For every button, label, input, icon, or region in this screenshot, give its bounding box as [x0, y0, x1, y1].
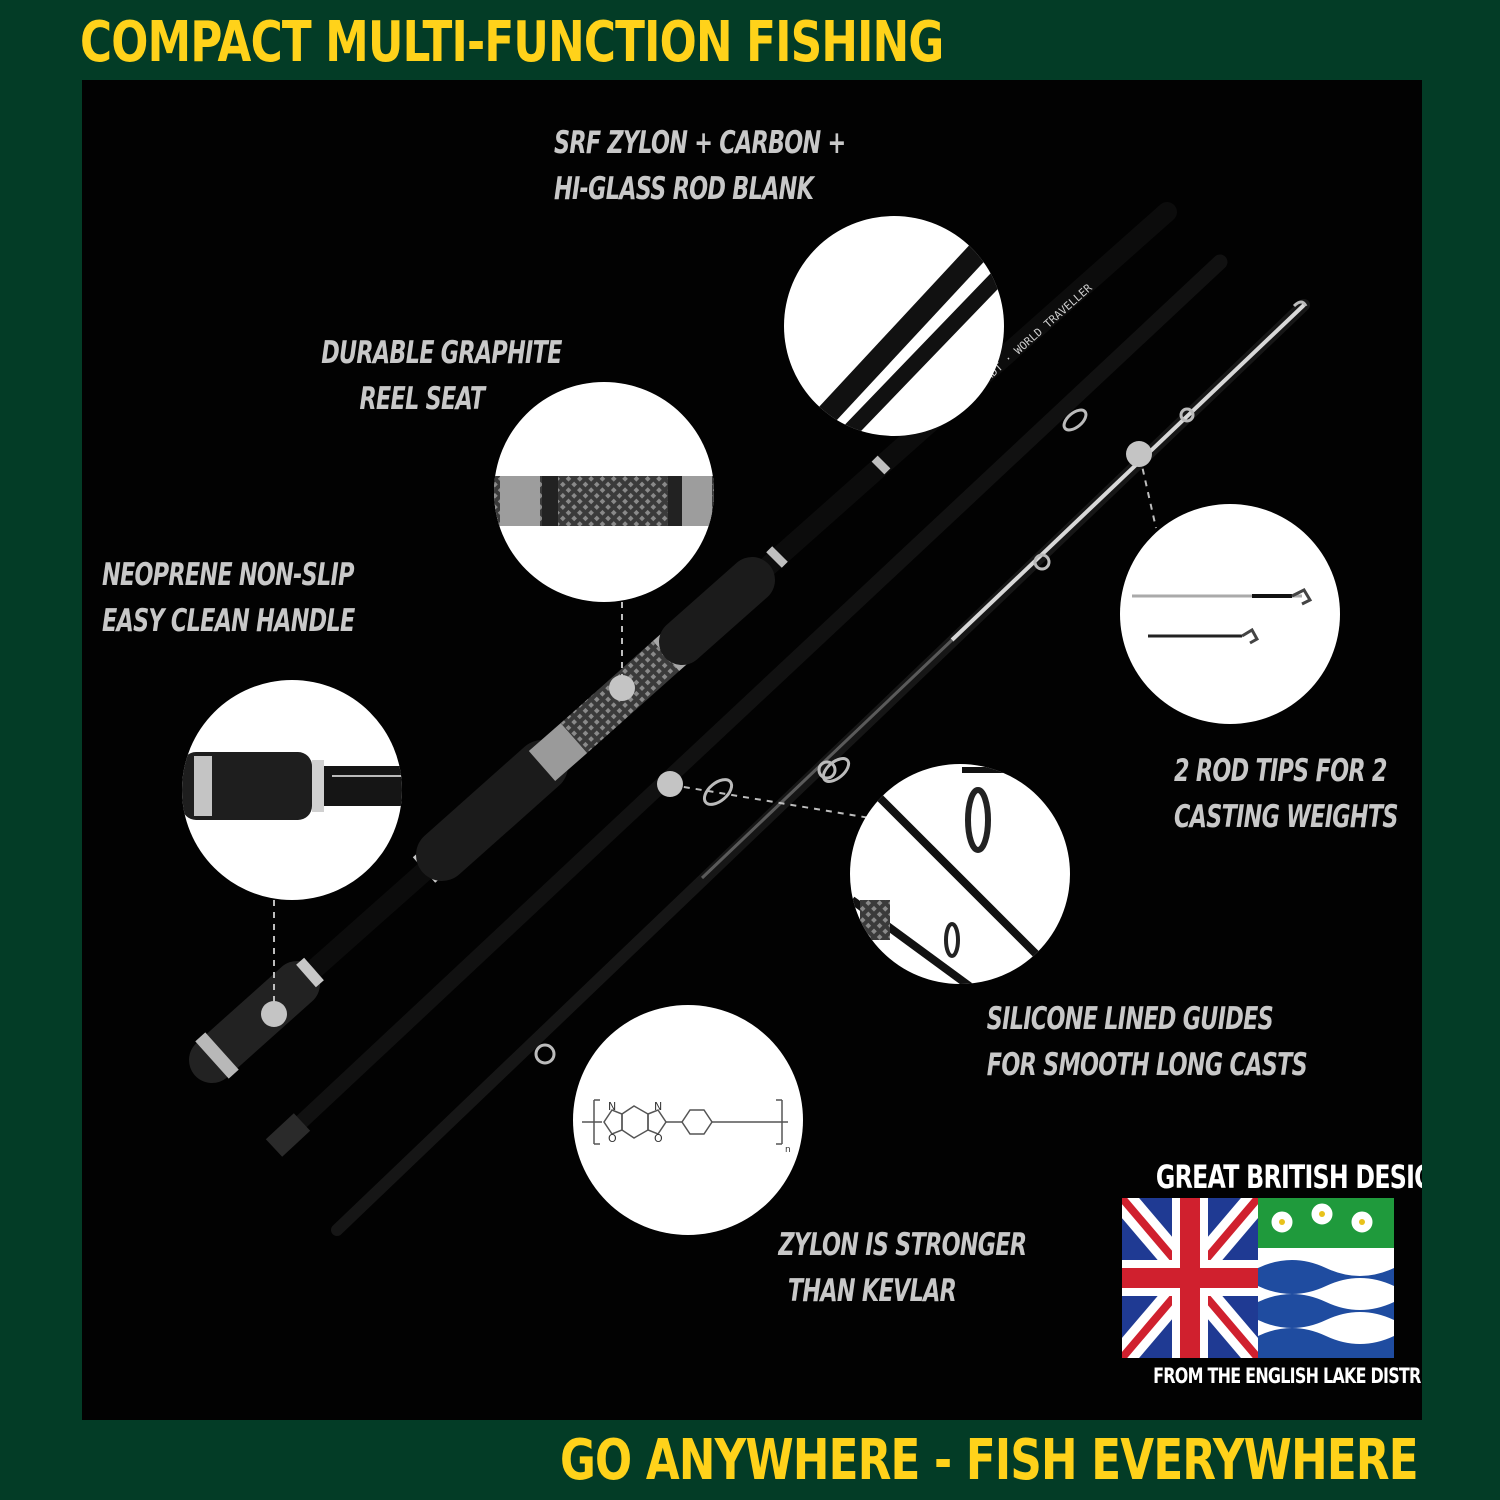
molecule-detail-circle: N O N O n [573, 1005, 803, 1235]
flags-graphic [1122, 1198, 1394, 1358]
reel-seat-detail-circle [494, 382, 714, 602]
rod-tips-detail-circle [1120, 504, 1340, 724]
rod-mid-section [265, 254, 1228, 1157]
product-panel: RIDDER ADT · WORLD TRAVELLER [82, 80, 1422, 1420]
page-title: COMPACT MULTI-FUNCTION FISHING [80, 10, 944, 75]
british-design-badge: GREAT BRITISH DESIGN [1120, 1154, 1422, 1394]
cumbria-flag-icon [1258, 1198, 1394, 1358]
feature-blank-caption: SRF ZYLON + CARBON +HI-GLASS ROD BLANK [554, 125, 846, 207]
molecule-n-left: N [608, 1100, 616, 1113]
handle-detail-circle [182, 680, 402, 900]
molecule-subscript: n [785, 1145, 791, 1155]
badge-subtitle: FROM THE ENGLISH LAKE DISTRICT [1153, 1364, 1422, 1388]
footer-tagline: GO ANYWHERE - FISH EVERYWHERE [560, 1428, 1419, 1493]
badge-title: GREAT BRITISH DESIGN [1155, 1158, 1422, 1196]
molecule-n-right: N [654, 1100, 662, 1113]
rod-tip-section [331, 299, 1310, 1236]
union-jack-icon [1122, 1198, 1268, 1358]
molecule-o-left: O [608, 1132, 617, 1145]
molecule-o-right: O [654, 1132, 663, 1145]
blank-detail-circle [784, 216, 1004, 436]
rod-illustration: RIDDER ADT · WORLD TRAVELLER [182, 202, 1340, 1236]
guides-detail-circle [850, 764, 1070, 984]
